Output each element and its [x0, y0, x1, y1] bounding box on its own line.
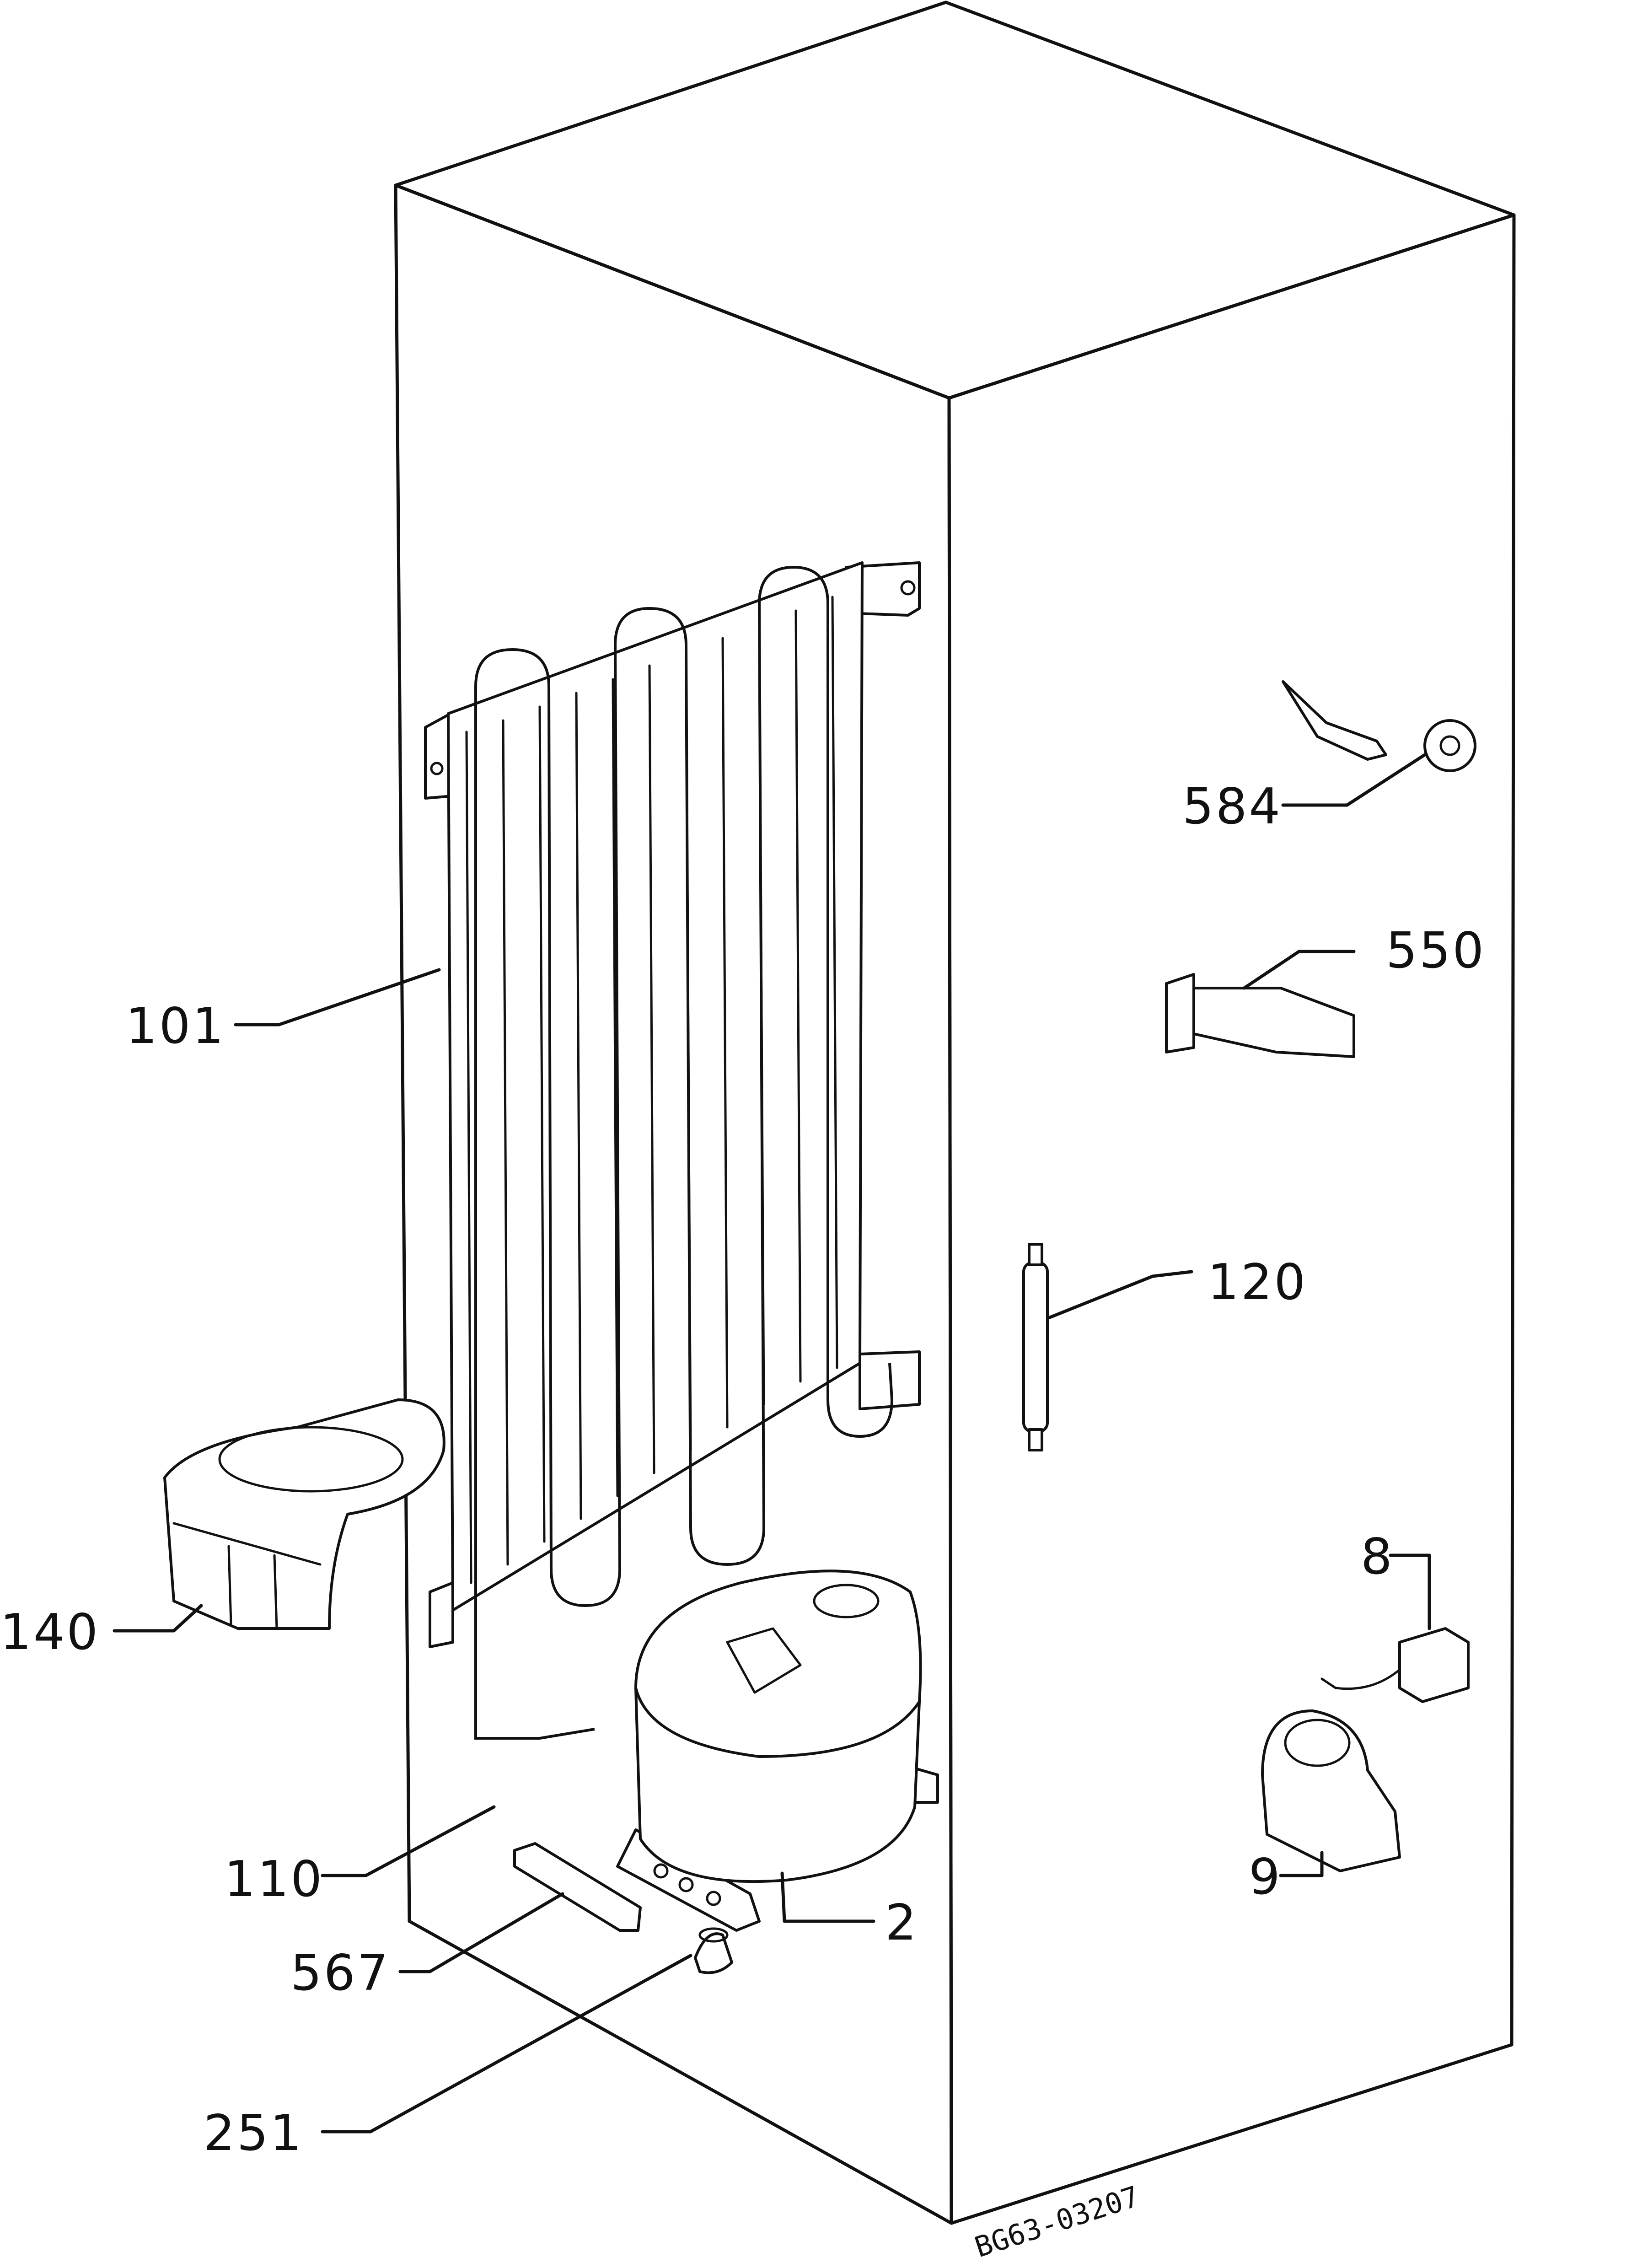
callout-140: 140	[0, 1604, 100, 1661]
drawing-code: BG63-03207	[971, 2179, 1143, 2264]
part-9	[1261, 1709, 1401, 1872]
refrigerator-cabinet	[394, 0, 1516, 2225]
callout-labels: 584 550 101 120 8 140 110 2 9 567 251	[0, 778, 1486, 2162]
leader-lines	[113, 753, 1431, 2134]
drip-tray-140	[163, 1398, 445, 1630]
callout-550: 550	[1386, 922, 1486, 979]
filter-drier-120	[1022, 1243, 1049, 1451]
part-8	[1320, 1627, 1470, 1703]
part-567	[513, 1842, 642, 1932]
callout-120: 120	[1208, 1254, 1307, 1311]
callout-8: 8	[1361, 1528, 1394, 1585]
part-584	[1282, 680, 1476, 772]
callout-101: 101	[126, 998, 225, 1055]
callout-567: 567	[290, 1945, 390, 2002]
compressor-2	[616, 1569, 939, 1932]
condenser-101	[424, 561, 921, 1740]
callout-2: 2	[885, 1894, 918, 1951]
part-550	[1165, 973, 1355, 1058]
callout-584: 584	[1182, 778, 1282, 835]
callout-110: 110	[224, 1851, 324, 1908]
callout-251: 251	[204, 2105, 303, 2162]
part-251	[694, 1927, 733, 1974]
callout-9: 9	[1249, 1849, 1282, 1906]
